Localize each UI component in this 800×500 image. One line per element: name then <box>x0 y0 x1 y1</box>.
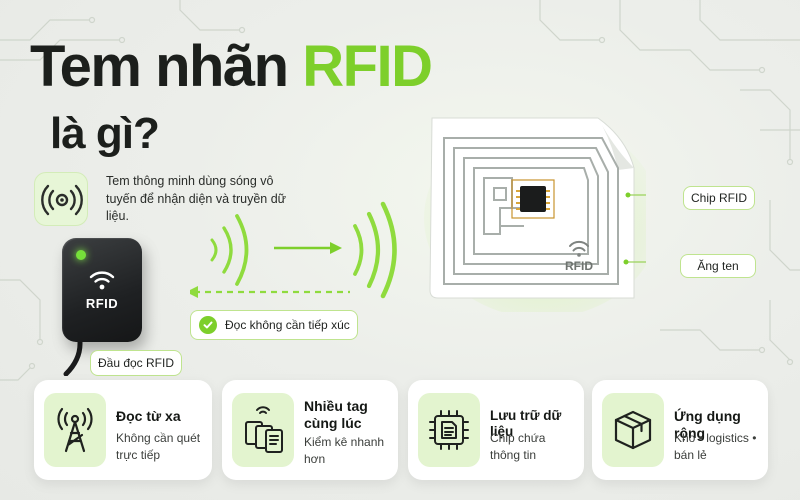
chip-document-icon <box>418 393 480 467</box>
page-subtitle: là gì? <box>50 109 160 158</box>
box-icon <box>602 393 664 467</box>
reader-label: Đầu đọc RFID <box>90 350 182 376</box>
feature-card-data-storage: Lưu trữ dữ liệu Chip chứa thông tin <box>408 380 584 480</box>
feature-title: Đọc từ xa <box>116 408 181 424</box>
rfid-reader-device: RFID <box>62 238 142 342</box>
feature-title: Ứng dụng rộng <box>674 408 741 441</box>
antenna-label: Ăng ten <box>680 254 756 278</box>
tag-brand: RFID <box>565 259 593 273</box>
intro-description: Tem thông minh dùng sóng vô tuyến để nhậ… <box>106 174 287 223</box>
antenna-tower-icon <box>44 393 106 467</box>
title-prefix: Tem nhãn <box>30 34 303 99</box>
wifi-icon <box>89 271 115 290</box>
title-accent: RFID <box>302 34 433 99</box>
feature-description: Kiểm kê nhanh hơn <box>304 435 385 467</box>
feature-description: Kho • logistics • bán lẻ <box>674 431 757 463</box>
reader-led <box>76 250 86 260</box>
multiple-tags-icon <box>232 393 294 467</box>
rfid-tag: RFID <box>424 117 646 312</box>
feature-title: Lưu trữ dữ liệu <box>490 408 562 440</box>
wifi-icon <box>569 240 589 257</box>
contactless-text: Đọc không cần tiếp xúc <box>225 318 350 332</box>
feature-card-applications: Ứng dụng rộng Kho • logistics • bán lẻ <box>592 380 768 480</box>
feature-description: Không cần quét trực tiếp <box>116 431 201 463</box>
check-circle-icon <box>199 316 217 334</box>
reader-cable <box>63 330 83 376</box>
contactless-label: Đọc không cần tiếp xúc <box>190 310 358 340</box>
signal-waves <box>190 201 397 299</box>
reader-brand: RFID <box>85 296 119 311</box>
feature-title: Nhiều tag cùng lúc <box>304 398 368 431</box>
chip-label: Chip RFID <box>683 186 755 210</box>
page-title: Tem nhãn RFID <box>30 38 433 96</box>
feature-description: Chip chứa thông tin <box>490 431 546 463</box>
signal-broadcast-icon <box>34 172 88 226</box>
feature-card-remote-read: Đọc từ xa Không cần quét trực tiếp <box>34 380 212 480</box>
feature-card-multi-tag: Nhiều tag cùng lúc Kiểm kê nhanh hơn <box>222 380 398 480</box>
